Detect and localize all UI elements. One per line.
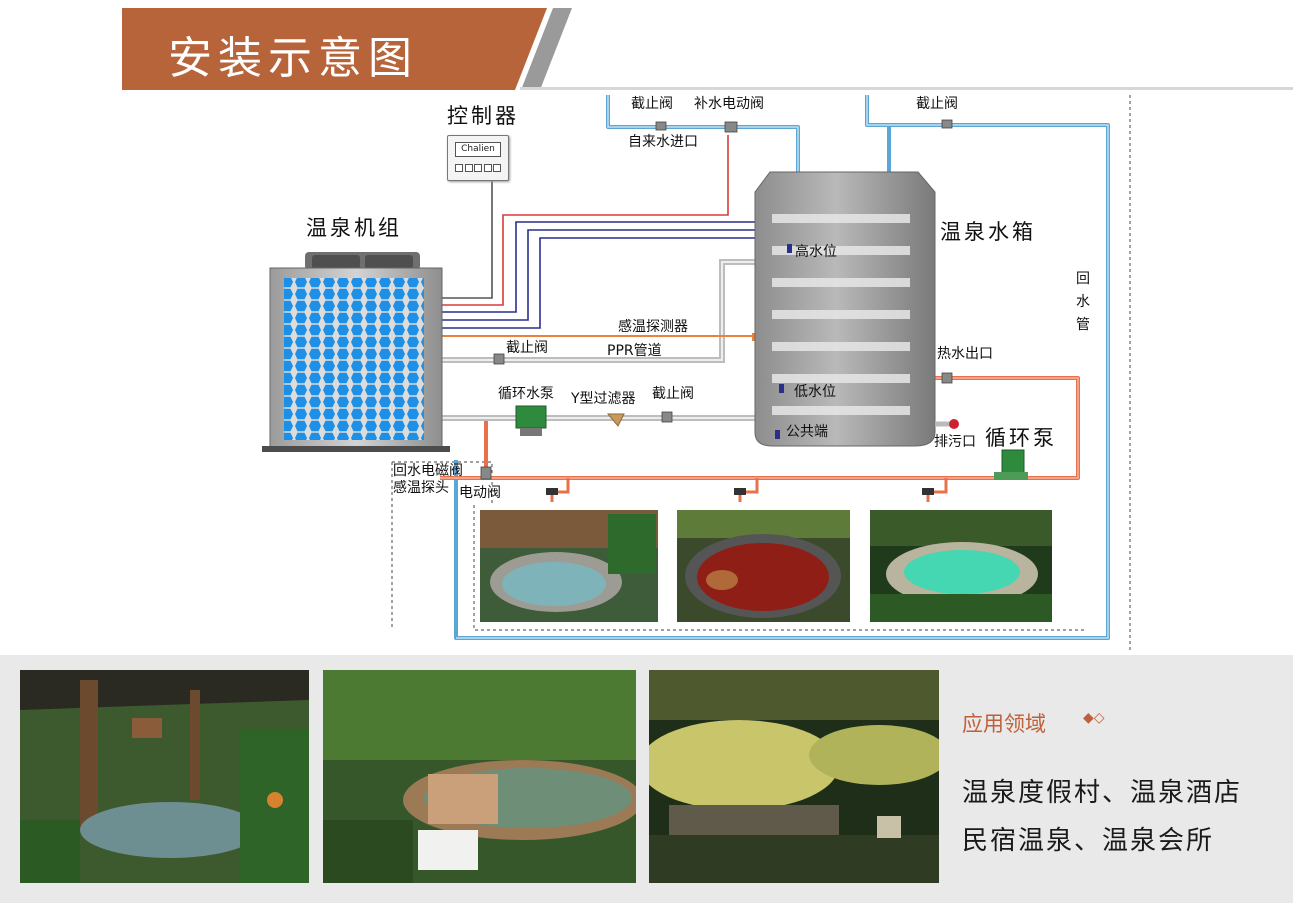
circulation-pump-label: 循环泵	[985, 426, 1057, 450]
label-low-level: 低水位	[794, 384, 836, 400]
heat-pump-label: 温泉机组	[306, 216, 402, 240]
drain-valve	[935, 419, 959, 429]
label-shutoff-valve-tap: 截止阀	[631, 96, 673, 112]
installation-diagram	[262, 95, 1131, 650]
label-hot-water-outlet: 热水出口	[937, 346, 993, 362]
pool-photo-3	[870, 510, 1052, 622]
circulating-water-pump	[515, 405, 547, 436]
return-pipe-label: 回水管	[1076, 271, 1090, 333]
valve-symbols	[480, 119, 953, 480]
label-common-end: 公共端	[786, 424, 828, 440]
resort-photo-2	[323, 670, 636, 883]
controller-brand: Chalien	[455, 142, 501, 157]
heat-pump-unit	[262, 252, 450, 452]
tank-label: 温泉水箱	[940, 220, 1036, 244]
applications-line-2: 民宿温泉、温泉会所	[962, 826, 1215, 856]
applications-title: 应用领域	[962, 712, 1046, 736]
resort-photo-1	[20, 670, 309, 883]
label-circ-water-pump: 循环水泵	[498, 386, 554, 402]
circulation-pump	[994, 449, 1028, 480]
controller-label: 控制器	[447, 104, 519, 128]
label-drain-outlet: 排污口	[934, 434, 976, 450]
header-divider	[520, 87, 1293, 90]
label-shutoff-valve-ppr: 截止阀	[506, 340, 548, 356]
hot-spring-tank	[754, 171, 936, 447]
arrow-icon: ◆◇	[1083, 710, 1105, 726]
y-filter	[606, 413, 625, 427]
pool-taps	[546, 478, 948, 502]
label-tap-water-inlet: 自来水进口	[628, 134, 698, 150]
label-return-solenoid: 回水电磁阀	[393, 463, 463, 479]
applications-line-1: 温泉度假村、温泉酒店	[962, 778, 1243, 808]
controller-cable	[440, 178, 493, 299]
label-shutoff-valve-return: 截止阀	[916, 96, 958, 112]
label-shutoff-valve-filter: 截止阀	[652, 386, 694, 402]
resort-photo-3	[649, 670, 939, 883]
label-y-filter: Y型过滤器	[571, 391, 636, 407]
label-high-level: 高水位	[795, 244, 837, 260]
label-temp-probe: 感温探测器	[618, 319, 688, 335]
label-ppr-pipe: PPR管道	[607, 343, 662, 359]
title-banner	[122, 8, 572, 90]
pool-photo-2	[677, 510, 850, 622]
label-motorized-valve: 电动阀	[459, 485, 501, 501]
controller-device: Chalien	[447, 135, 509, 181]
label-makeup-valve: 补水电动阀	[694, 96, 764, 112]
controller-keys	[455, 164, 501, 172]
pool-photo-1	[480, 510, 658, 622]
power-wires	[440, 135, 729, 306]
page-title: 安装示意图	[168, 33, 418, 84]
label-temp-sensor-head: 感温探头	[393, 480, 449, 496]
